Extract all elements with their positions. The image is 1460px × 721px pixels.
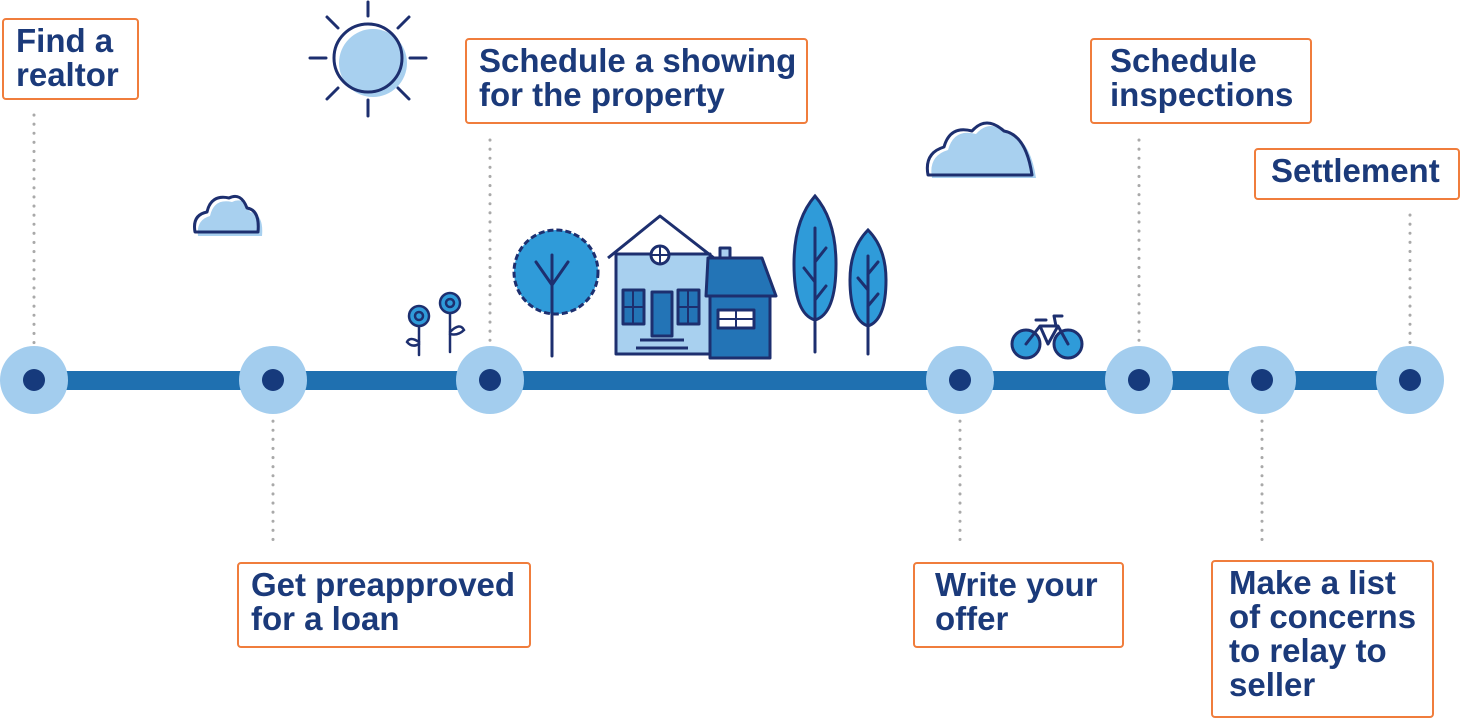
step-line: for the property	[479, 78, 796, 112]
step-line: offer	[935, 602, 1112, 636]
node-concerns[interactable]	[1228, 346, 1296, 414]
node-find-realtor[interactable]	[0, 346, 68, 414]
step-line: Find a	[16, 24, 127, 58]
step-line: Schedule a showing	[479, 44, 796, 78]
step-line: Schedule	[1110, 44, 1300, 78]
round-tree-icon	[514, 230, 598, 356]
step-line: for a loan	[251, 602, 519, 636]
sun-icon	[310, 2, 426, 116]
step-line: of concerns	[1229, 600, 1422, 634]
node-preapproved[interactable]	[239, 346, 307, 414]
step-line: Make a list	[1229, 566, 1422, 600]
cloud-icon	[927, 123, 1036, 178]
step-line: Get preapproved	[251, 568, 519, 602]
bicycle-icon	[1012, 316, 1082, 358]
node-settlement[interactable]	[1376, 346, 1444, 414]
node-inspections[interactable]	[1105, 346, 1173, 414]
timeline-bar	[20, 371, 1420, 390]
step-concerns: Make a list of concerns to relay to sell…	[1211, 560, 1434, 718]
house-icon	[608, 216, 776, 358]
step-line: seller	[1229, 668, 1422, 702]
step-showing: Schedule a showing for the property	[465, 38, 808, 124]
step-line: to relay to	[1229, 634, 1422, 668]
cloud-icon	[195, 196, 263, 236]
step-line: Write your	[935, 568, 1112, 602]
step-line: Settlement	[1271, 154, 1448, 188]
tall-tree-icon	[850, 230, 886, 354]
step-line: realtor	[16, 58, 127, 92]
node-offer[interactable]	[926, 346, 994, 414]
step-line: inspections	[1110, 78, 1300, 112]
tall-tree-icon	[794, 196, 836, 352]
step-offer: Write your offer	[913, 562, 1124, 648]
step-inspections: Schedule inspections	[1090, 38, 1312, 124]
step-find-realtor: Find a realtor	[2, 18, 139, 100]
flowers-icon	[407, 293, 464, 355]
step-settlement: Settlement	[1254, 148, 1460, 200]
step-preapproved: Get preapproved for a loan	[237, 562, 531, 648]
node-showing[interactable]	[456, 346, 524, 414]
